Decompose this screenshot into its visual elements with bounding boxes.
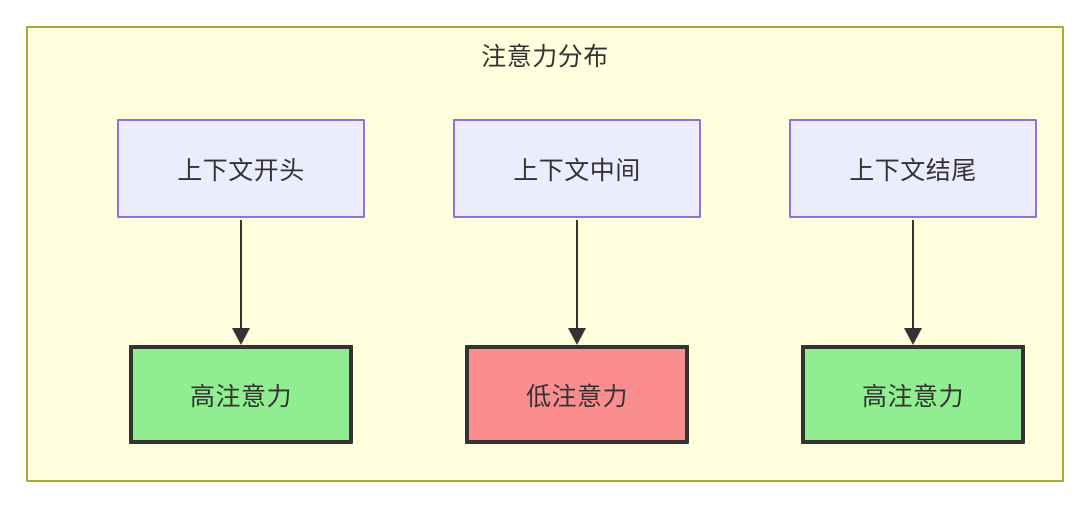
node-label: 上下文中间: [513, 156, 641, 185]
edge-ctx-start-to-att-start: [232, 220, 250, 345]
edge-ctx-mid-to-att-mid: [568, 220, 586, 345]
node-attention-middle[interactable]: 低注意力: [465, 345, 689, 444]
node-label: 上下文结尾: [849, 156, 977, 185]
node-context-middle[interactable]: 上下文中间: [453, 119, 701, 218]
edge-ctx-end-to-att-end: [904, 220, 922, 345]
node-label: 低注意力: [525, 382, 628, 411]
subgraph-title: 注意力分布: [481, 43, 609, 71]
edge-layer: [232, 220, 922, 345]
attention-distribution-subgraph: 注意力分布 上下文开头 上下文中间 上下文: [26, 26, 1064, 482]
node-context-end[interactable]: 上下文结尾: [789, 119, 1037, 218]
node-attention-end[interactable]: 高注意力: [801, 345, 1025, 444]
node-context-start[interactable]: 上下文开头: [117, 119, 365, 218]
node-attention-start[interactable]: 高注意力: [129, 345, 353, 444]
node-label: 上下文开头: [177, 156, 305, 185]
diagram-canvas: 注意力分布 上下文开头 上下文中间 上下文: [26, 26, 1064, 482]
node-label: 高注意力: [189, 382, 292, 411]
node-label: 高注意力: [861, 382, 964, 411]
